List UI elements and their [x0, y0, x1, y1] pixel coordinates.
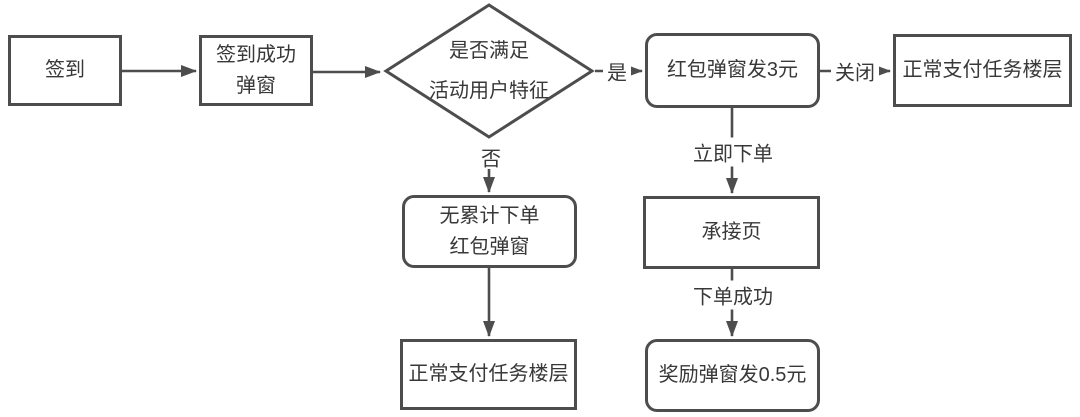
node-signin-success-popup-line1: 签到成功	[216, 43, 296, 66]
node-signin-success-popup-line2: 弹窗	[236, 74, 276, 97]
node-signin: 签到	[8, 35, 122, 106]
node-landing-page-label: 承接页	[701, 221, 762, 243]
node-signin-label: 签到	[45, 59, 85, 81]
diamond-shape	[383, 3, 595, 139]
edge-label-no: 否	[481, 148, 501, 171]
edge-label-close: 关闭	[831, 56, 879, 86]
node-normal-pay-floor-right: 正常支付任务楼层	[893, 34, 1072, 107]
edge-label-order-now: 立即下单	[689, 137, 777, 167]
node-decision: 是否满足 活动用户特征	[383, 3, 595, 139]
node-redpacket-popup-label: 红包弹窗发3元	[666, 59, 799, 81]
node-decision-line1: 是否满足	[449, 40, 529, 62]
node-landing-page: 承接页	[643, 196, 820, 269]
node-decision-line2: 活动用户特征	[429, 80, 549, 102]
edge-label-yes: 是	[603, 56, 631, 86]
node-normal-pay-floor-bottom-label: 正常支付任务楼层	[408, 363, 569, 385]
edge-label-order-success: 下单成功	[689, 280, 777, 310]
node-decision-text: 是否满足 活动用户特征	[383, 3, 595, 139]
node-no-cumulative-popup: 无累计下单 红包弹窗	[402, 195, 577, 268]
node-no-cumulative-popup-line1: 无累计下单	[439, 204, 540, 227]
node-normal-pay-floor-bottom: 正常支付任务楼层	[400, 339, 577, 410]
node-normal-pay-floor-right-label: 正常支付任务楼层	[902, 59, 1063, 81]
node-reward-popup-label: 奖励弹窗发0.5元	[658, 364, 807, 386]
node-redpacket-popup: 红包弹窗发3元	[645, 33, 820, 108]
node-signin-success-popup: 签到成功 弹窗	[199, 35, 313, 106]
node-reward-popup: 奖励弹窗发0.5元	[645, 339, 820, 412]
node-no-cumulative-popup-line2: 红包弹窗	[449, 235, 530, 258]
